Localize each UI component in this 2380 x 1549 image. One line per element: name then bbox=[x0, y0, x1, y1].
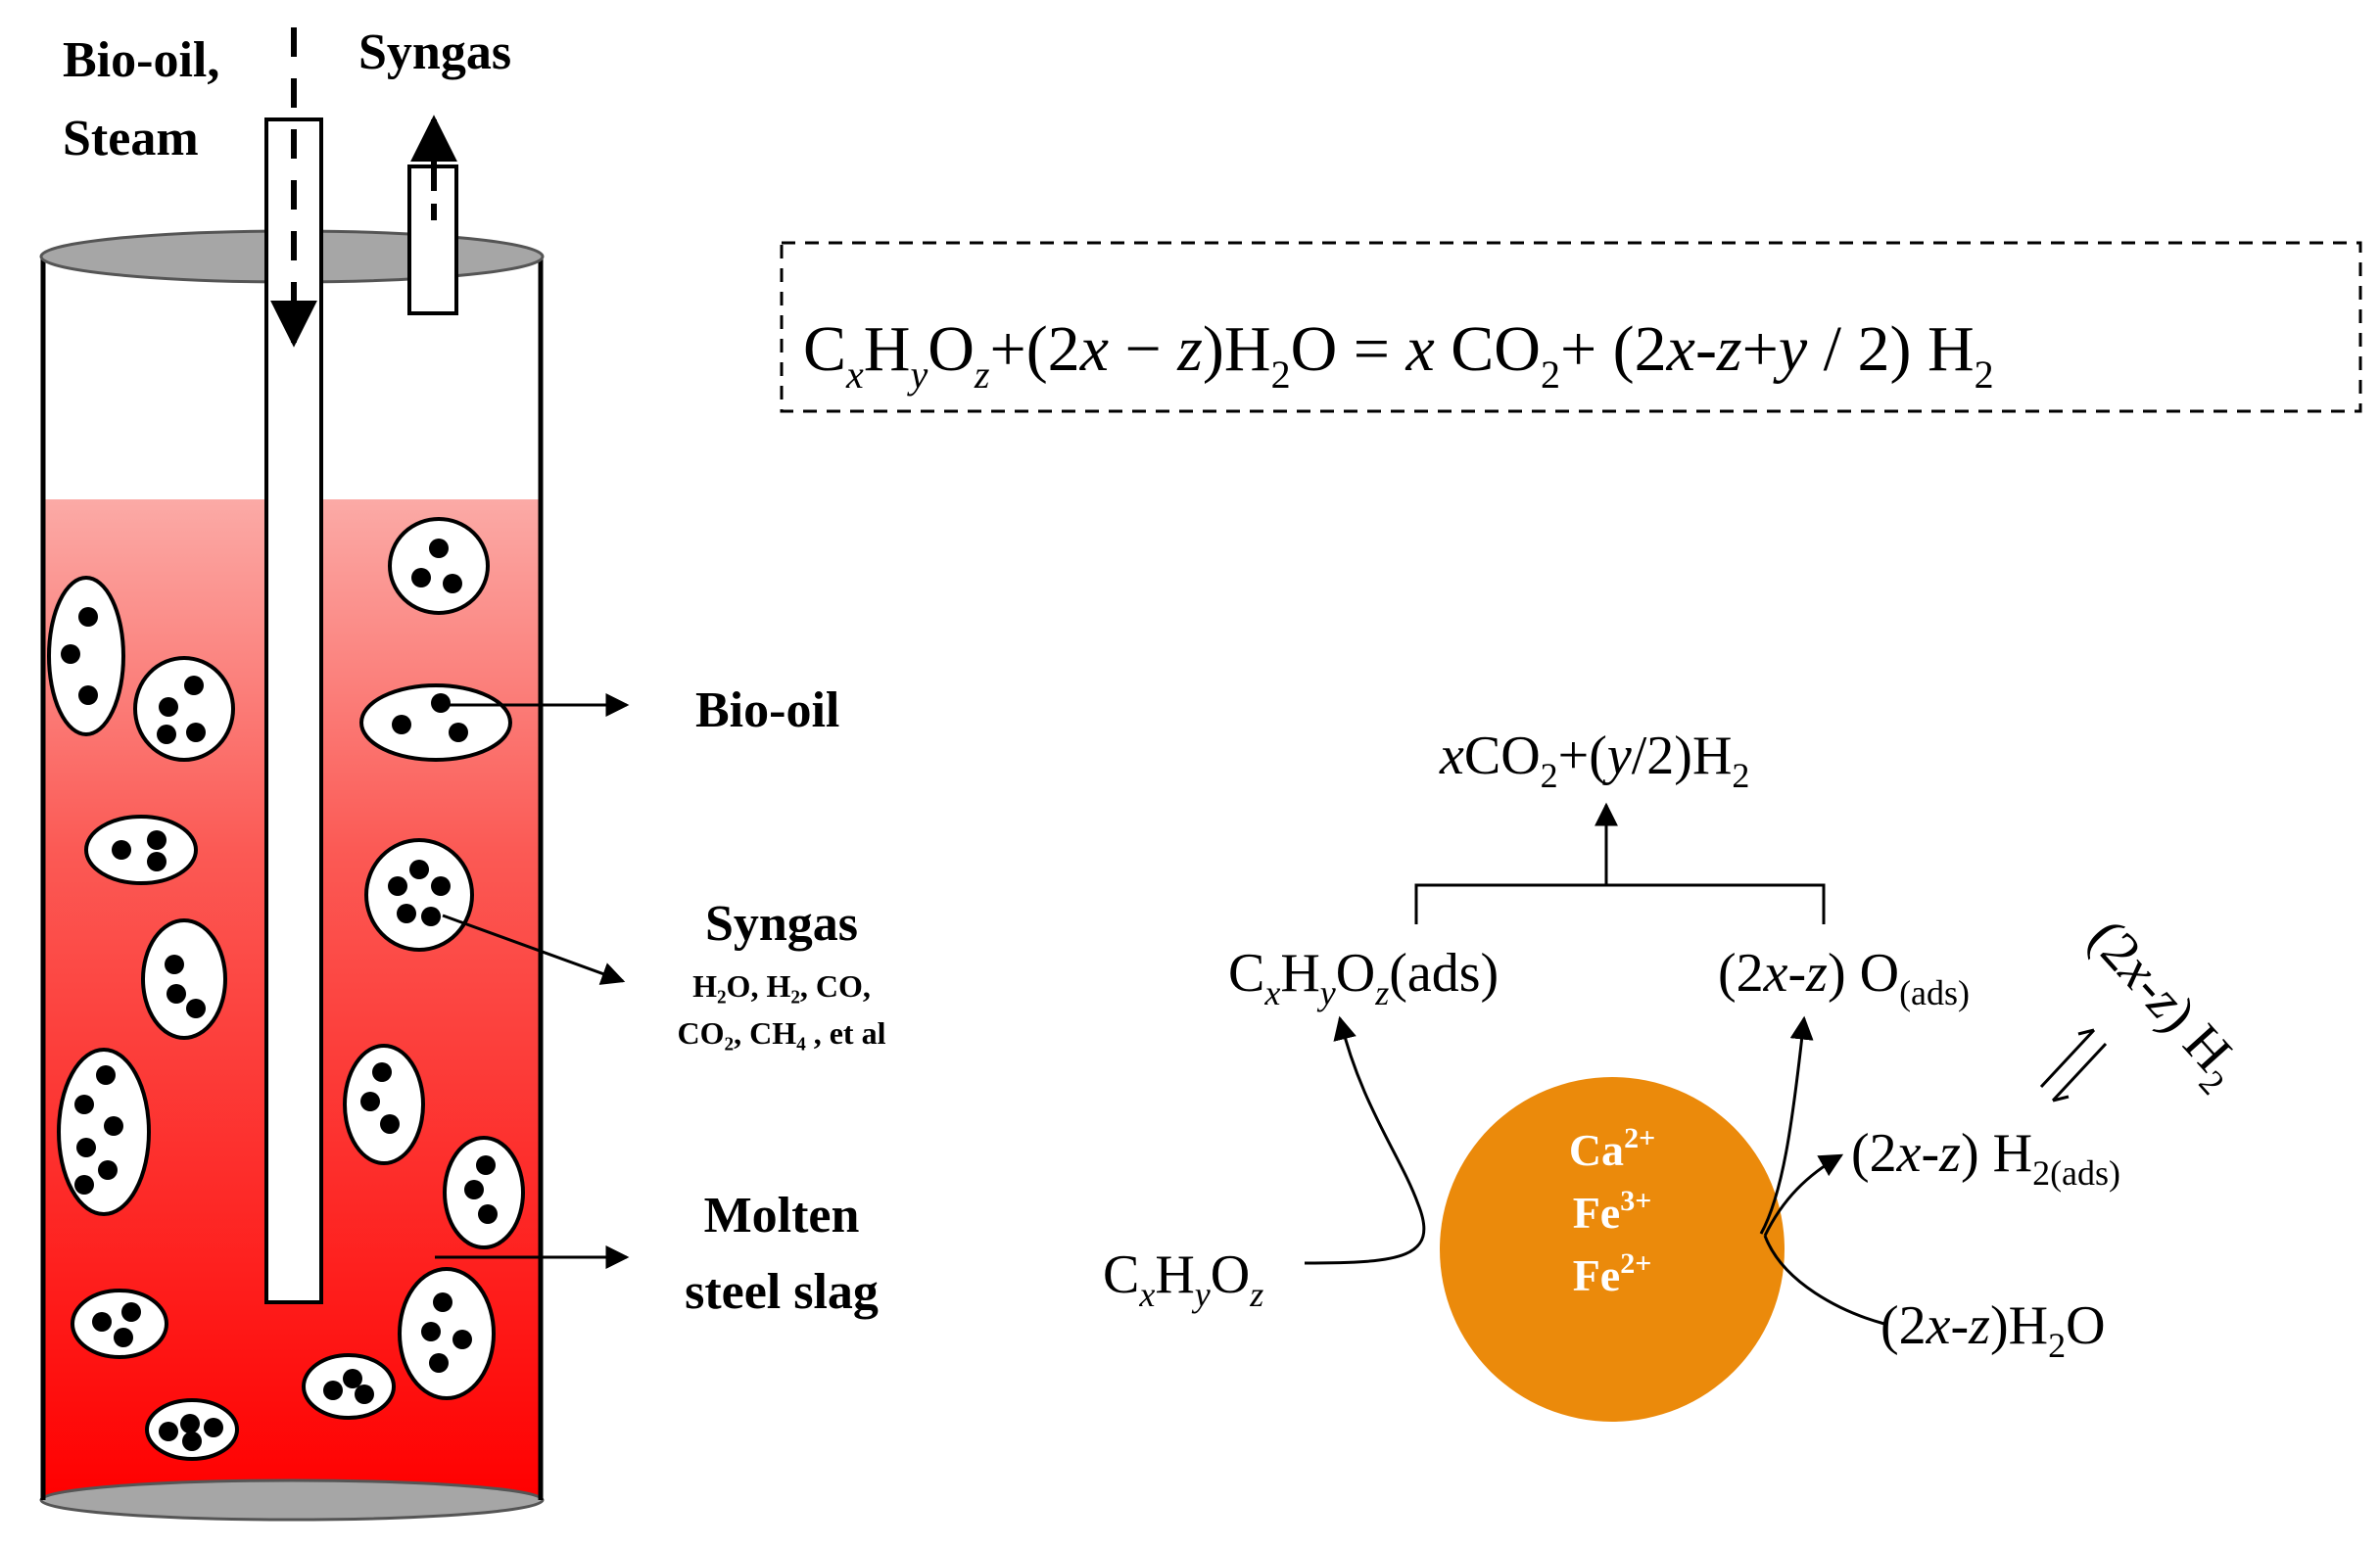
bubble bbox=[57, 1048, 151, 1216]
bubble bbox=[141, 918, 227, 1040]
bubble bbox=[398, 1267, 496, 1400]
bubble-syngas bbox=[364, 838, 474, 952]
bubbles bbox=[47, 517, 525, 1461]
bubble-bio-oil bbox=[359, 683, 512, 762]
feed-label-line2: Steam bbox=[63, 111, 199, 166]
hydrocarbon-adsorption-arrow bbox=[1304, 1015, 1426, 1265]
water-to-hydrogen-arrow bbox=[1763, 1153, 1844, 1237]
bubble bbox=[302, 1353, 396, 1420]
syngas-label: Syngas bbox=[705, 896, 858, 952]
bubble bbox=[145, 1398, 239, 1461]
equation-box bbox=[780, 241, 2362, 413]
bio-oil-label: Bio-oil bbox=[695, 682, 839, 738]
slag-label-line2: steel slag bbox=[685, 1264, 879, 1320]
adsorbed-hydrocarbon: CxHyOz(ads) bbox=[1228, 943, 1499, 1012]
outlet-tube bbox=[407, 115, 458, 315]
catalyst-particle bbox=[1440, 1077, 1785, 1422]
syngas-components-line2: CO₂, CH₄ , et al bbox=[678, 1015, 886, 1051]
hydrogen-gas: (2x-z) H2 bbox=[2071, 908, 2256, 1102]
arrow-to-syngas-label bbox=[442, 914, 626, 985]
outlet-label: Syngas bbox=[358, 24, 511, 80]
adsorbed-hydrogen: (2x-z) H2(ads) bbox=[1851, 1123, 2120, 1193]
catalyst-ion-fe3: Fe3+ bbox=[1573, 1185, 1652, 1238]
water-reactant: (2x-z)H2O bbox=[1880, 1295, 2106, 1365]
water-feed-line bbox=[1763, 1235, 1885, 1326]
feed-hydrocarbon: CxHyOz bbox=[1103, 1244, 1263, 1314]
bubble bbox=[47, 576, 125, 736]
bubble bbox=[388, 517, 490, 615]
feed-tube bbox=[264, 27, 323, 1304]
bubble bbox=[443, 1136, 525, 1249]
bubble bbox=[71, 1289, 168, 1359]
bubble bbox=[133, 656, 235, 762]
catalyst-ion-fe2: Fe2+ bbox=[1573, 1247, 1652, 1300]
slag-label-line1: Molten bbox=[704, 1188, 860, 1244]
adsorbed-oxygen: (2x-z) O(ads) bbox=[1718, 943, 1970, 1012]
merge-bracket bbox=[1414, 883, 1826, 924]
reactor-bottom bbox=[39, 1479, 545, 1522]
syngas-components-line1: H₂O, H₂, CO, bbox=[692, 968, 871, 1004]
products-label: xCO2+(y/2)H2 bbox=[1439, 726, 1749, 795]
bubble bbox=[343, 1044, 425, 1165]
catalyst-ion-ca: Ca2+ bbox=[1569, 1122, 1655, 1175]
equilibrium-arrows bbox=[2039, 1028, 2108, 1103]
feed-label-line1: Bio-oil, bbox=[63, 32, 219, 88]
overall-equation: CxHyOz+(2x − z)H2O = x CO2+ (2x-z+y / 2)… bbox=[803, 313, 1994, 397]
bubble bbox=[84, 815, 198, 885]
oxygen-release-arrow bbox=[1759, 1015, 1814, 1235]
